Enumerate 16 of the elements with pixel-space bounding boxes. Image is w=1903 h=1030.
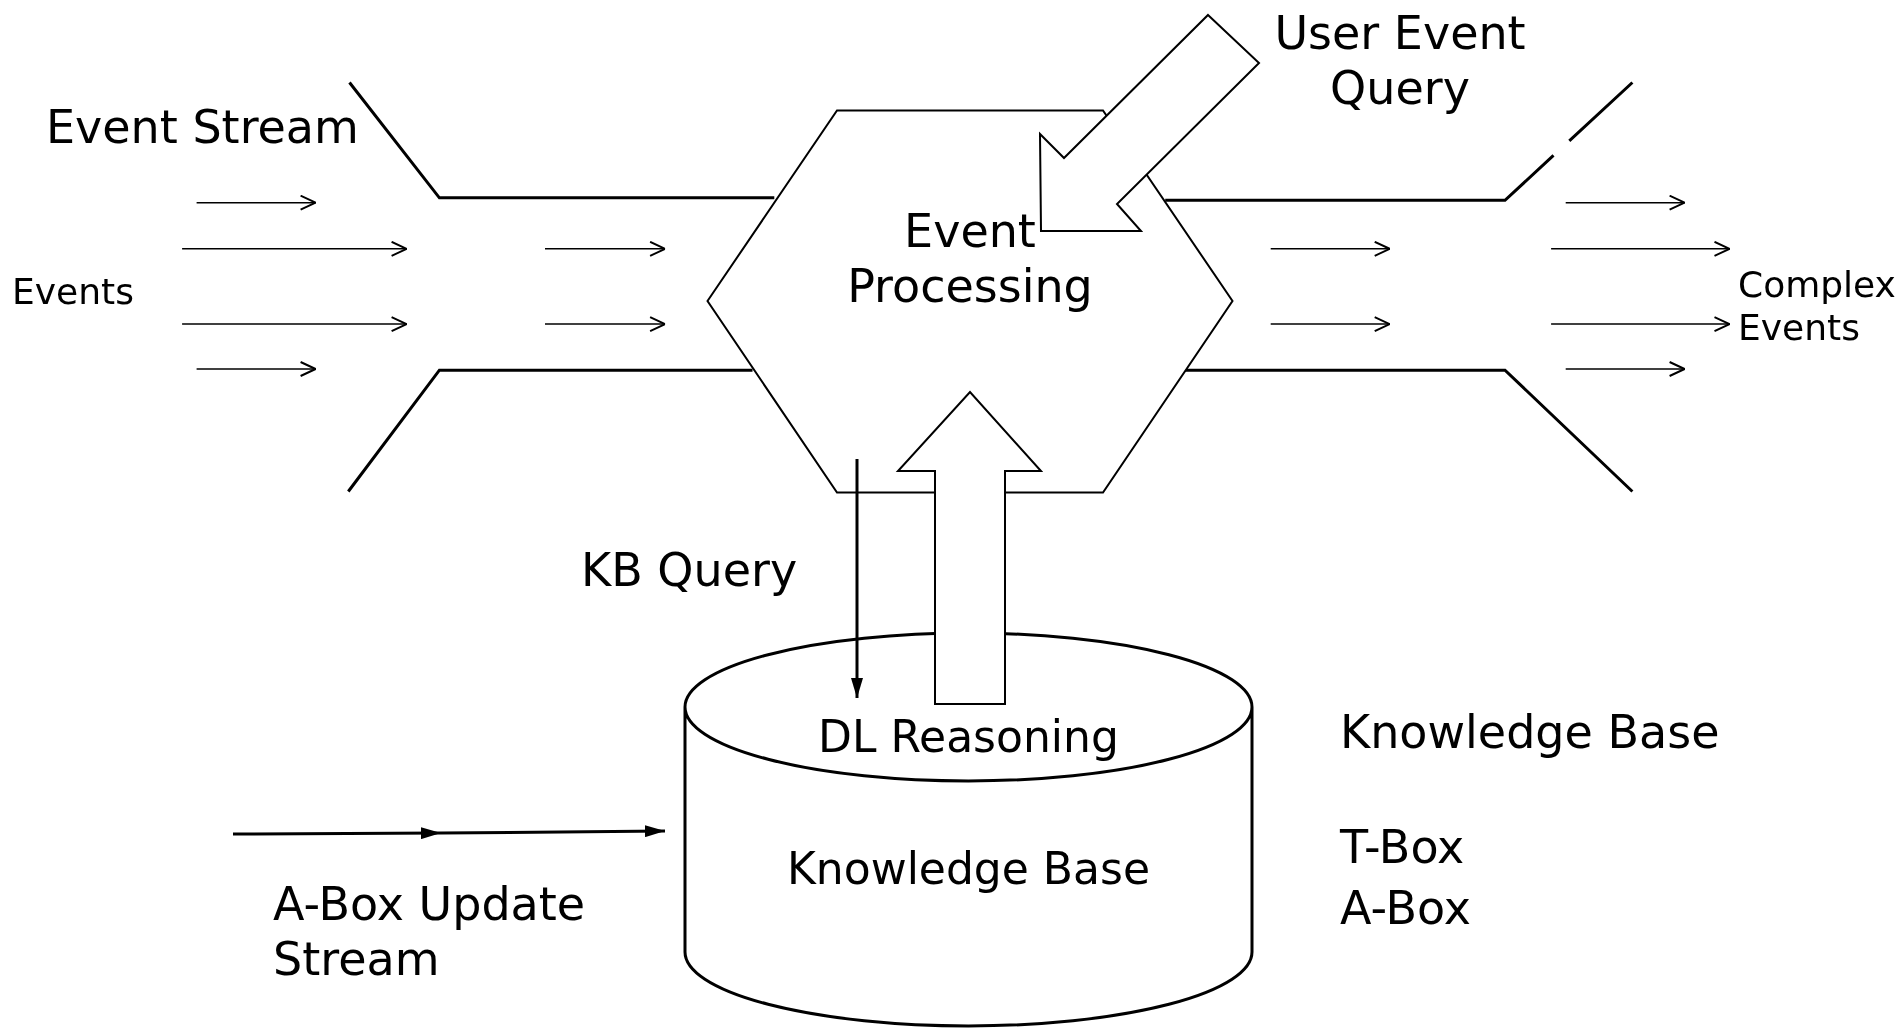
block-arrow	[895, 390, 1044, 705]
text-label: Complex Events	[1738, 263, 1897, 350]
node-text: Knowledge Base	[786, 843, 1151, 896]
node-text: DL Reasoning	[817, 711, 1120, 764]
text-label: Events	[12, 270, 134, 314]
node-text: Event Processing	[846, 204, 1094, 315]
block-arrow	[1038, 13, 1261, 232]
arrow	[233, 825, 665, 839]
node-text: A-Box Update Stream	[273, 877, 643, 987]
text-label: Event Stream	[46, 100, 359, 156]
text-label: T-Box	[1340, 820, 1465, 876]
text-label: Knowledge Base	[1340, 705, 1720, 761]
text-label: A-Box	[1340, 881, 1471, 937]
node-text: User Event Query	[1250, 6, 1550, 121]
arrow	[851, 459, 863, 698]
database-cylinder	[683, 631, 1254, 1028]
